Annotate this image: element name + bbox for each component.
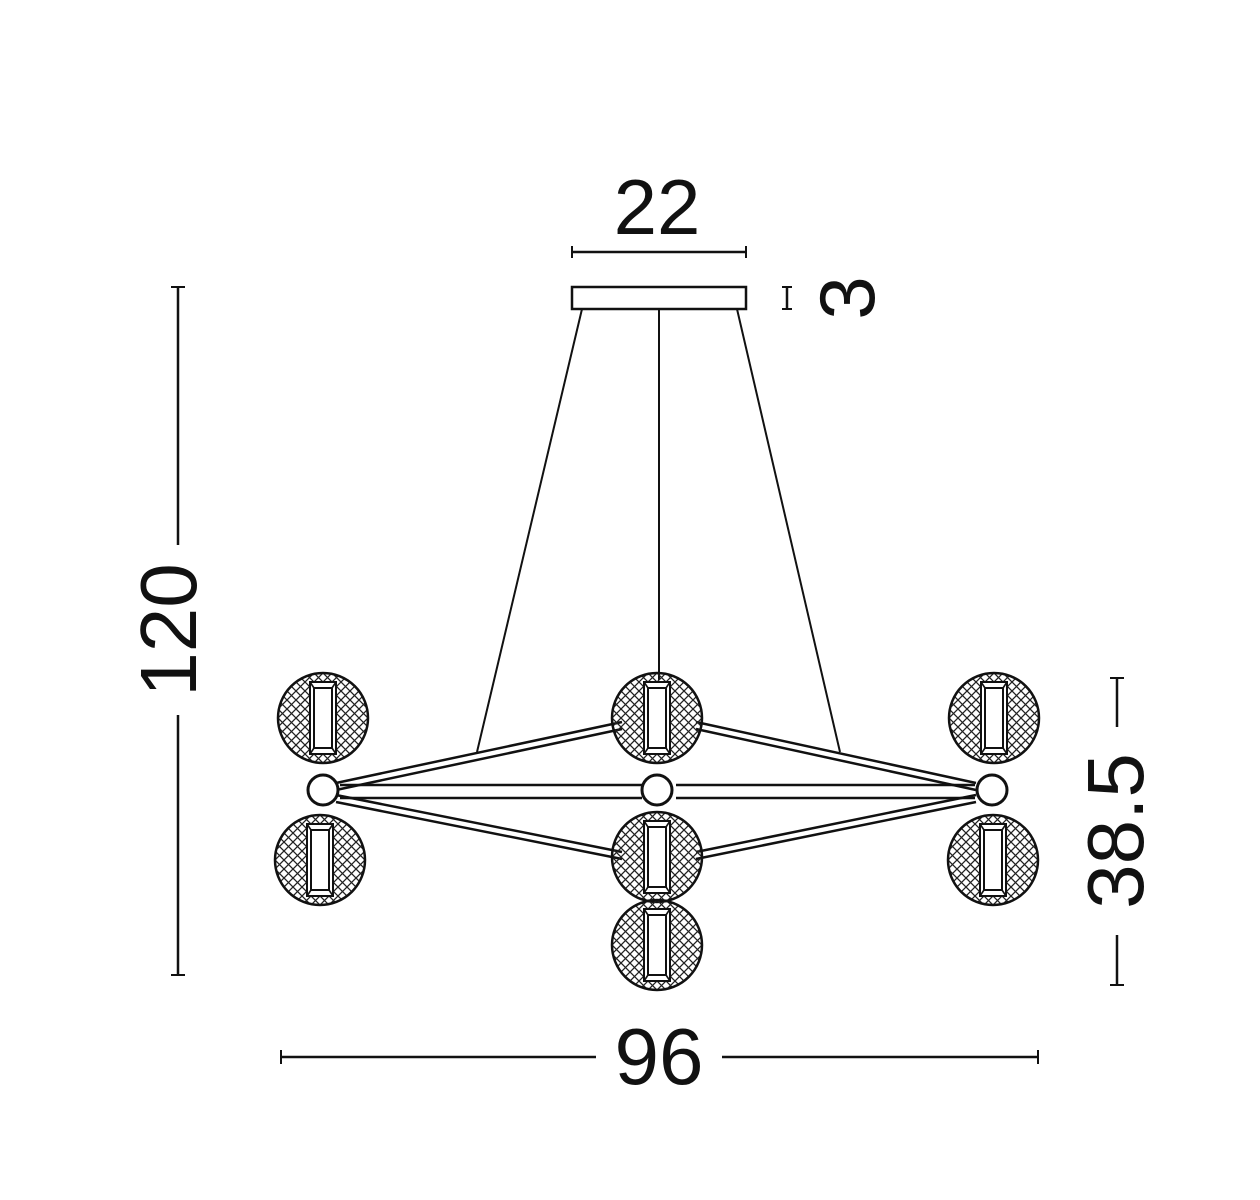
canopy-height-label: 3	[803, 276, 891, 319]
canopy-width-label: 22	[614, 163, 701, 251]
canopy-height-dimension: 3	[782, 276, 891, 320]
globe-left-top	[276, 671, 370, 765]
canopy-width-dimension: 22	[571, 163, 747, 258]
ceiling-canopy	[570, 285, 748, 311]
total-width-label: 96	[615, 1012, 704, 1101]
globe-center-bottom	[610, 898, 704, 992]
total-height-dimension: 120	[124, 286, 213, 976]
suspension-cables	[476, 308, 841, 753]
globe-shades	[273, 671, 1041, 992]
fixture-height-label: 38.5	[1071, 753, 1160, 909]
hub-right	[975, 773, 1009, 807]
frame-hubs	[306, 773, 1009, 807]
total-width-dimension: 96	[280, 1012, 1039, 1101]
total-height-label: 120	[124, 563, 213, 696]
globe-right-bottom	[946, 813, 1040, 907]
globe-center-top	[610, 671, 704, 765]
hub-left	[306, 773, 340, 807]
hub-center	[640, 773, 674, 807]
frame-arms	[335, 720, 977, 861]
fixture-height-dimension: 38.5	[1071, 677, 1160, 986]
globe-left-bottom	[273, 813, 367, 907]
globe-right-top	[947, 671, 1041, 765]
globe-center-middle	[610, 810, 704, 904]
